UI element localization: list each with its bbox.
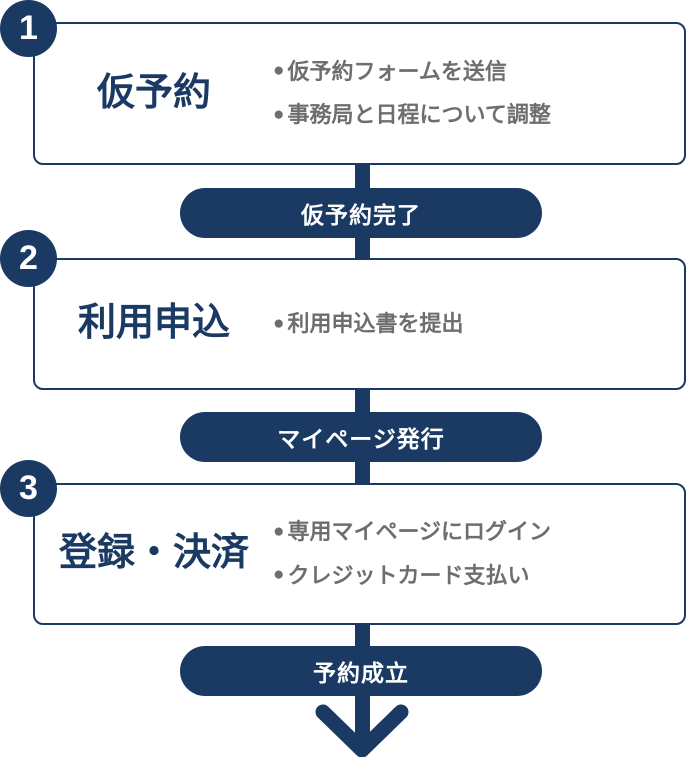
step-card-provisional-reservation: 仮予約 ● 仮予約フォームを送信 ● 事務局と日程について調整	[33, 22, 686, 165]
bullet-text: 事務局と日程について調整	[287, 102, 551, 127]
step-title: 仮予約	[96, 71, 211, 114]
step-bullet-list: ● 仮予約フォームを送信 ● 事務局と日程について調整	[273, 59, 684, 129]
status-pill-provisional-complete: 仮予約完了	[180, 188, 542, 238]
bullet-text: クレジットカード支払い	[287, 562, 530, 588]
bullet-dot-icon: ●	[273, 520, 285, 542]
bullet-text: 利用申込書を提出	[287, 310, 464, 336]
bullet-item: ● 利用申込書を提出	[273, 311, 676, 337]
step-number-badge: 2	[0, 230, 57, 287]
bullet-item: ● 専用マイページにログイン	[273, 519, 676, 545]
step-number: 3	[19, 469, 38, 507]
bullet-dot-icon: ●	[273, 60, 285, 82]
bullet-dot-icon: ●	[273, 564, 285, 586]
status-pill-label: 予約成立	[313, 660, 409, 686]
bullet-text: 仮予約フォームを送信	[287, 58, 507, 84]
step-number: 1	[19, 9, 38, 47]
step-number: 2	[19, 239, 38, 277]
bullet-item: ● 事務局と日程について調整	[273, 102, 676, 128]
step-title: 登録・決済	[58, 532, 249, 575]
step-number-badge: 1	[0, 0, 57, 57]
step-bullet-list: ● 利用申込書を提出	[273, 311, 684, 337]
step-card-application: 利用申込 ● 利用申込書を提出	[33, 258, 686, 390]
step-number-badge: 3	[0, 460, 57, 517]
bullet-text: 専用マイページにログイン	[287, 519, 552, 545]
status-pill-label: マイページ発行	[277, 426, 445, 452]
step-bullet-list: ● 専用マイページにログイン ● クレジットカード支払い	[273, 519, 684, 589]
bullet-item: ● クレジットカード支払い	[273, 563, 676, 589]
bullet-item: ● 仮予約フォームを送信	[273, 59, 676, 85]
step-title: 利用申込	[77, 302, 230, 345]
arrow-down-icon	[315, 704, 409, 757]
status-pill-mypage-issued: マイページ発行	[180, 412, 542, 462]
bullet-dot-icon: ●	[273, 103, 285, 125]
step-card-registration-payment: 登録・決済 ● 専用マイページにログイン ● クレジットカード支払い	[33, 483, 686, 625]
bullet-dot-icon: ●	[273, 312, 285, 334]
status-pill-reservation-confirmed: 予約成立	[180, 646, 542, 696]
status-pill-label: 仮予約完了	[301, 202, 421, 228]
